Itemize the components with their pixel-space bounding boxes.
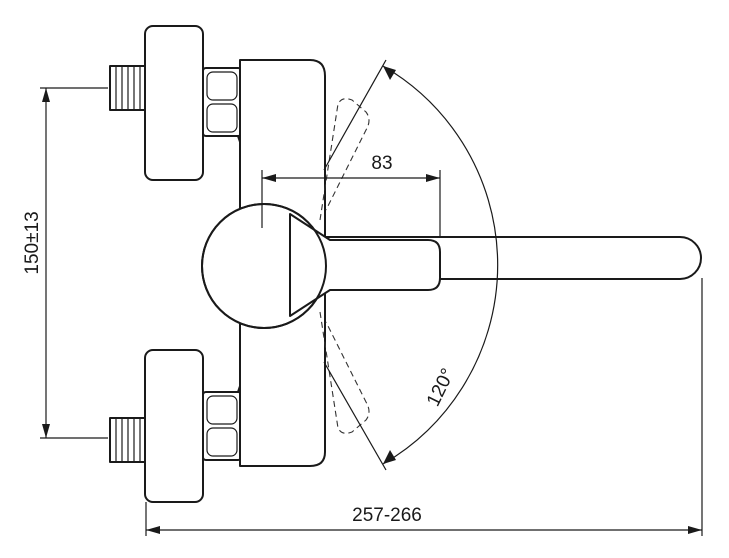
lever-handle: [289, 213, 441, 317]
bottom-rosette: [144, 349, 204, 503]
top-rosette: [144, 25, 204, 181]
height-dimension: [40, 87, 108, 439]
overall-width-label: 257-266: [352, 505, 422, 526]
lever-position-up-dashed: [319, 98, 370, 221]
lever-position-down-dashed: [319, 311, 370, 434]
bottom-inlet-thread: [109, 417, 149, 463]
overall-width-dimension: [145, 278, 703, 536]
top-inlet-thread: [109, 65, 149, 111]
lever-hub: [201, 203, 327, 329]
swivel-angle-label: 120°: [423, 365, 459, 410]
lever-length-dimension: [261, 170, 441, 238]
lever-length-label: 83: [371, 153, 392, 174]
bottom-hex-nut: [202, 391, 242, 461]
top-hex-nut: [202, 67, 242, 137]
height-tolerance-label: 150±13: [22, 211, 43, 274]
swivel-angle-dimension: [323, 59, 499, 471]
